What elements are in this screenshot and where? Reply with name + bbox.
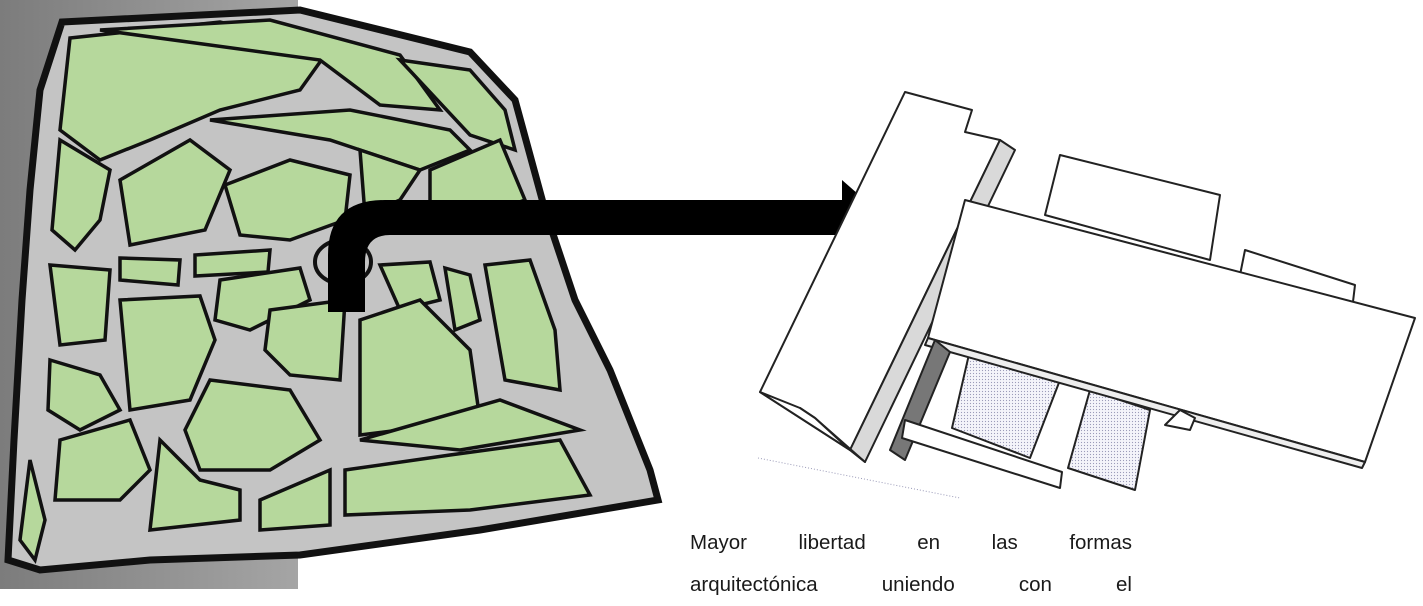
bent-arrow-icon — [328, 180, 882, 312]
caption-line-2: arquitectónica uniendo con el — [690, 573, 1132, 596]
architectural-massing-model — [757, 91, 1416, 499]
caption-line-1: Mayor libertad en las formas — [690, 531, 1132, 554]
plan-blocks — [18, 18, 593, 564]
figure-canvas — [0, 0, 1416, 589]
caption-text: Mayor libertad en las formas arquitectón… — [690, 522, 1132, 606]
